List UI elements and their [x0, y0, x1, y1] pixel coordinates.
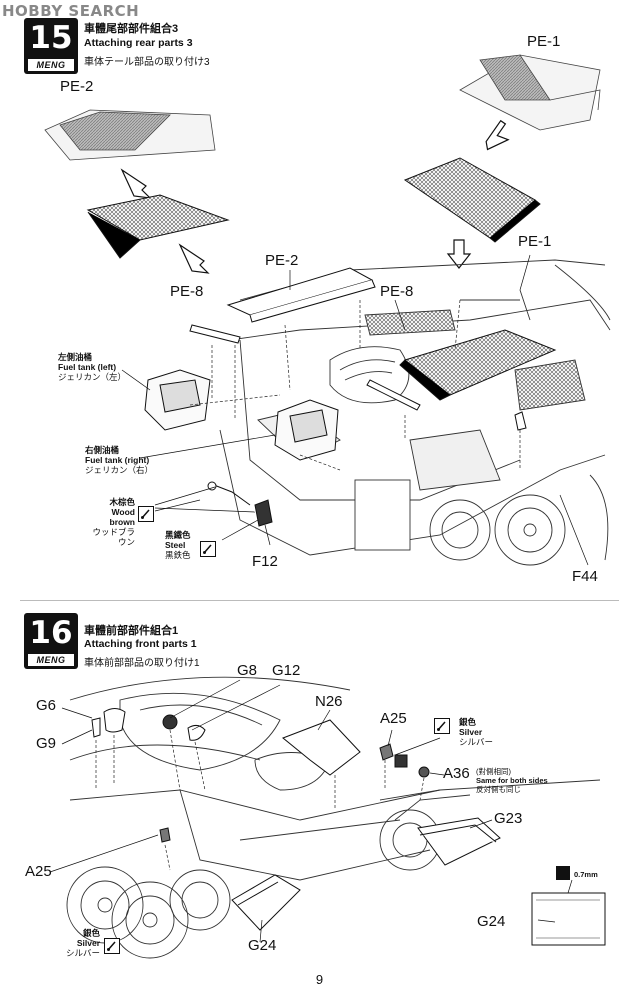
step-16-title-zh: 車體前部部件組合1 [84, 625, 179, 637]
silver-bottom-en: Silver [76, 938, 100, 948]
pe8-strips [189, 324, 421, 411]
label-pe8-right: PE-8 [380, 283, 414, 300]
silver-bottom-zh: 銀色 [82, 928, 100, 938]
paint-silver-bottom-label: 銀色 Silver シルバー [60, 928, 100, 958]
g23-fender [417, 817, 501, 866]
paint-brush-icon [104, 938, 120, 954]
both-sides-zh: (對側相同) [476, 767, 511, 776]
label-pe2-top: PE-2 [60, 78, 94, 95]
paint-silver-top-label: 銀色 Silver シルバー [459, 717, 493, 747]
arrows-step15 [120, 119, 510, 274]
step-15-number-box: 15 MENG [24, 18, 78, 74]
label-a36: A36 [443, 765, 470, 782]
brand-logo: MENG [28, 59, 74, 71]
g24-fender [231, 874, 301, 931]
thickness-label: 0.7mm [574, 870, 598, 879]
pe1-right-grille [399, 329, 557, 401]
label-pe1-right: PE-1 [518, 233, 552, 250]
tools-parts [207, 411, 527, 527]
both-sides-ja: 反対側も同じ [476, 785, 521, 794]
label-n26: N26 [315, 693, 343, 710]
paint-wood-brown-label: 木棕色 Wood brown ウッドブラウン [85, 497, 135, 547]
step-divider [20, 600, 619, 601]
step-16-title-en: Attaching front parts 1 [84, 638, 197, 650]
wood-en: Wood brown [109, 507, 136, 527]
pe2-reference-deck [44, 109, 216, 161]
fuel-tanks [144, 369, 339, 461]
step-16-number-box: 16 MENG [24, 613, 78, 669]
steel-en: Steel [165, 540, 186, 550]
g24-inset [531, 892, 606, 946]
page-number: 9 [315, 972, 324, 987]
fuel-right-zh: 右側油桶 [85, 445, 120, 455]
paint-brush-icon [200, 541, 216, 557]
silver-top-en: Silver [459, 727, 483, 737]
fuel-right-ja: ジェリカン（右） [85, 465, 154, 475]
label-f44: F44 [572, 568, 598, 585]
pe2-long-plate [226, 267, 376, 323]
leader-lines-step16 [49, 679, 573, 943]
watermark: HOBBY SEARCH [2, 2, 140, 20]
assembly-lines-step16 [95, 729, 425, 871]
label-g12: G12 [272, 662, 301, 679]
step-number: 16 [29, 615, 73, 651]
label-g24-inset: G24 [477, 913, 506, 930]
label-g8: G8 [237, 662, 258, 679]
leader-lines-step15 [121, 254, 589, 566]
silver-bottom-ja: シルバー [65, 948, 100, 958]
label-g24-bottom: G24 [248, 937, 277, 954]
brand-logo: MENG [28, 654, 74, 666]
pe1-reference-deck [459, 54, 601, 131]
fuel-tank-right-label: 右側油桶 Fuel tank (right) ジェリカン（右） [85, 445, 153, 475]
paint-steel-label: 黑鐵色 Steel 黒鉄色 [165, 530, 191, 560]
n26-plate [282, 719, 361, 776]
fuel-right-en: Fuel tank (right) [85, 455, 150, 465]
fuel-left-ja: ジェリカン（左） [58, 372, 127, 382]
pe1-mesh-grille [403, 157, 541, 243]
assembly-lines-step15 [189, 299, 521, 471]
silver-top-ja: シルバー [459, 737, 494, 747]
paint-brush-icon [434, 718, 450, 734]
label-f12: F12 [252, 553, 278, 570]
same-both-sides-note: (對側相同) Same for both sides 反対側も同じ [476, 767, 548, 794]
steel-zh: 黑鐵色 [165, 530, 191, 540]
label-pe1-top: PE-1 [527, 33, 561, 50]
step-16-title-ja: 車体前部部品の取り付け1 [84, 658, 200, 669]
step-15-title-zh: 車體尾部部件組合3 [84, 23, 179, 35]
steel-ja: 黒鉄色 [165, 550, 191, 560]
label-pe8-left: PE-8 [170, 283, 204, 300]
pe2-mesh-grille [86, 194, 230, 259]
label-pe2-mid: PE-2 [265, 252, 299, 269]
step-number: 15 [29, 20, 73, 56]
label-g6: G6 [36, 697, 57, 714]
small-parts-step16 [91, 708, 430, 843]
wood-ja: ウッドブラウン [92, 527, 135, 547]
label-a25-left: A25 [25, 863, 52, 880]
fuel-left-zh: 左側油桶 [58, 352, 93, 362]
fuel-left-en: Fuel tank (left) [58, 362, 117, 372]
step-15-title-ja: 車体テール部品の取り付け3 [84, 57, 210, 68]
both-sides-en: Same for both sides [476, 776, 548, 785]
label-a25-top: A25 [380, 710, 407, 727]
paint-brush-icon [138, 506, 154, 522]
fuel-tank-left-label: 左側油桶 Fuel tank (left) ジェリカン（左） [58, 352, 126, 382]
label-g9: G9 [36, 735, 57, 752]
step-15-title-en: Attaching rear parts 3 [84, 37, 193, 49]
label-g23: G23 [494, 810, 523, 827]
thickness-icon [556, 866, 570, 880]
wood-zh: 木棕色 [109, 497, 135, 507]
silver-top-zh: 銀色 [459, 717, 477, 727]
